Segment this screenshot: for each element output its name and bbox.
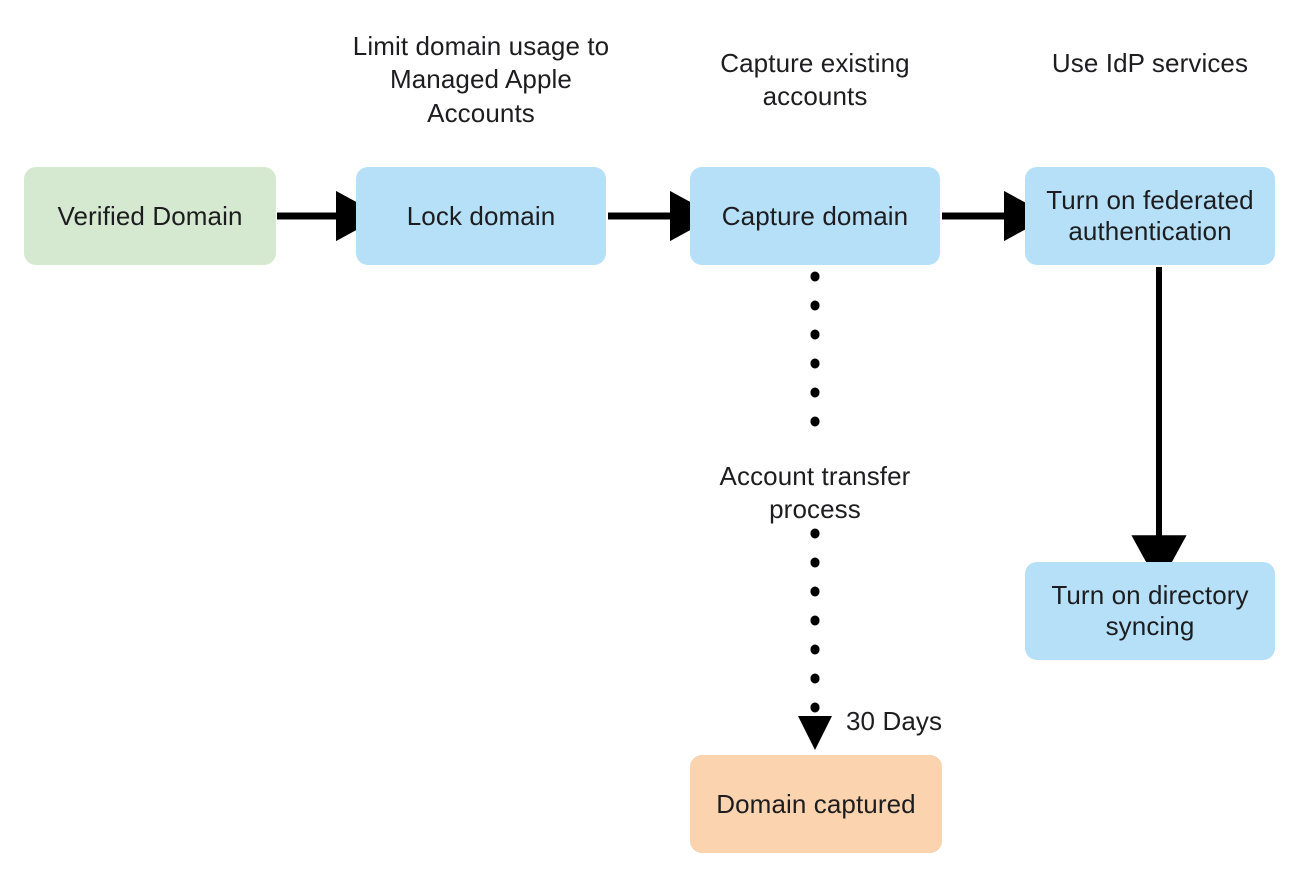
node-turn-on-federated-authentication[interactable]: Turn on federated authentication [1025, 167, 1275, 265]
caption-lock-domain: Limit domain usage to Managed Apple Acco… [352, 31, 610, 128]
edge-label-30-days: 30 Days [846, 706, 943, 736]
node-turn-on-directory-syncing[interactable]: Turn on directory syncing [1025, 562, 1275, 660]
node-capture-domain[interactable]: Capture domain [690, 167, 940, 265]
node-domain-captured[interactable]: Domain captured [690, 755, 942, 853]
edge-label-account-transfer-process: Account transfer process [719, 461, 911, 525]
node-lock-domain[interactable]: Lock domain [356, 167, 606, 265]
node-verified-domain[interactable]: Verified Domain [24, 167, 276, 265]
caption-capture-domain: Capture existing accounts [720, 48, 910, 112]
arrowhead-domain-captured-icon [798, 716, 832, 750]
caption-federated-authentication: Use IdP services [1051, 48, 1249, 78]
